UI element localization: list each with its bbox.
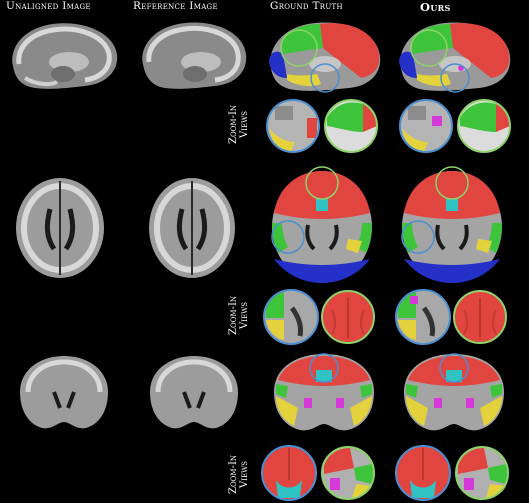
header-ground-truth: Ground Truth <box>270 0 343 12</box>
zoom-2-ours-blue-circle <box>395 289 451 345</box>
zoom-1-gt-blue-circle <box>266 99 320 153</box>
zoom-2-ours-green-circle <box>453 290 507 344</box>
coronal-ground-truth <box>274 353 374 431</box>
zoom-3-ours-green-circle <box>455 446 509 500</box>
zoom-1-gt-green-circle <box>324 99 378 153</box>
header-reference-image: Reference Image <box>133 0 218 12</box>
header-unaligned-image: Unaligned Image <box>6 0 91 12</box>
zoom-2-gt-green-circle <box>321 290 375 344</box>
axial-ours <box>401 166 502 283</box>
zoom-1-ours-green-circle <box>457 99 511 153</box>
sagittal-ground-truth <box>269 22 381 93</box>
sagittal-unaligned-image <box>12 23 118 89</box>
coronal-unaligned-image <box>20 356 108 429</box>
zoom-1-ours-blue-circle <box>399 99 453 153</box>
zoom-3-ours-blue-circle <box>395 445 451 501</box>
axial-unaligned-image <box>16 178 104 278</box>
coronal-ours <box>404 353 504 431</box>
header-ours: Ours <box>420 0 451 14</box>
zoom-2-gt-blue-circle <box>263 289 319 345</box>
zoom-3-gt-green-circle <box>321 446 375 500</box>
sagittal-ours <box>399 22 511 93</box>
axial-reference-image <box>149 178 235 278</box>
coronal-reference-image <box>150 356 238 429</box>
axial-ground-truth <box>271 166 372 283</box>
sagittal-reference-image <box>142 22 247 89</box>
zoom-3-gt-blue-circle <box>261 445 317 501</box>
